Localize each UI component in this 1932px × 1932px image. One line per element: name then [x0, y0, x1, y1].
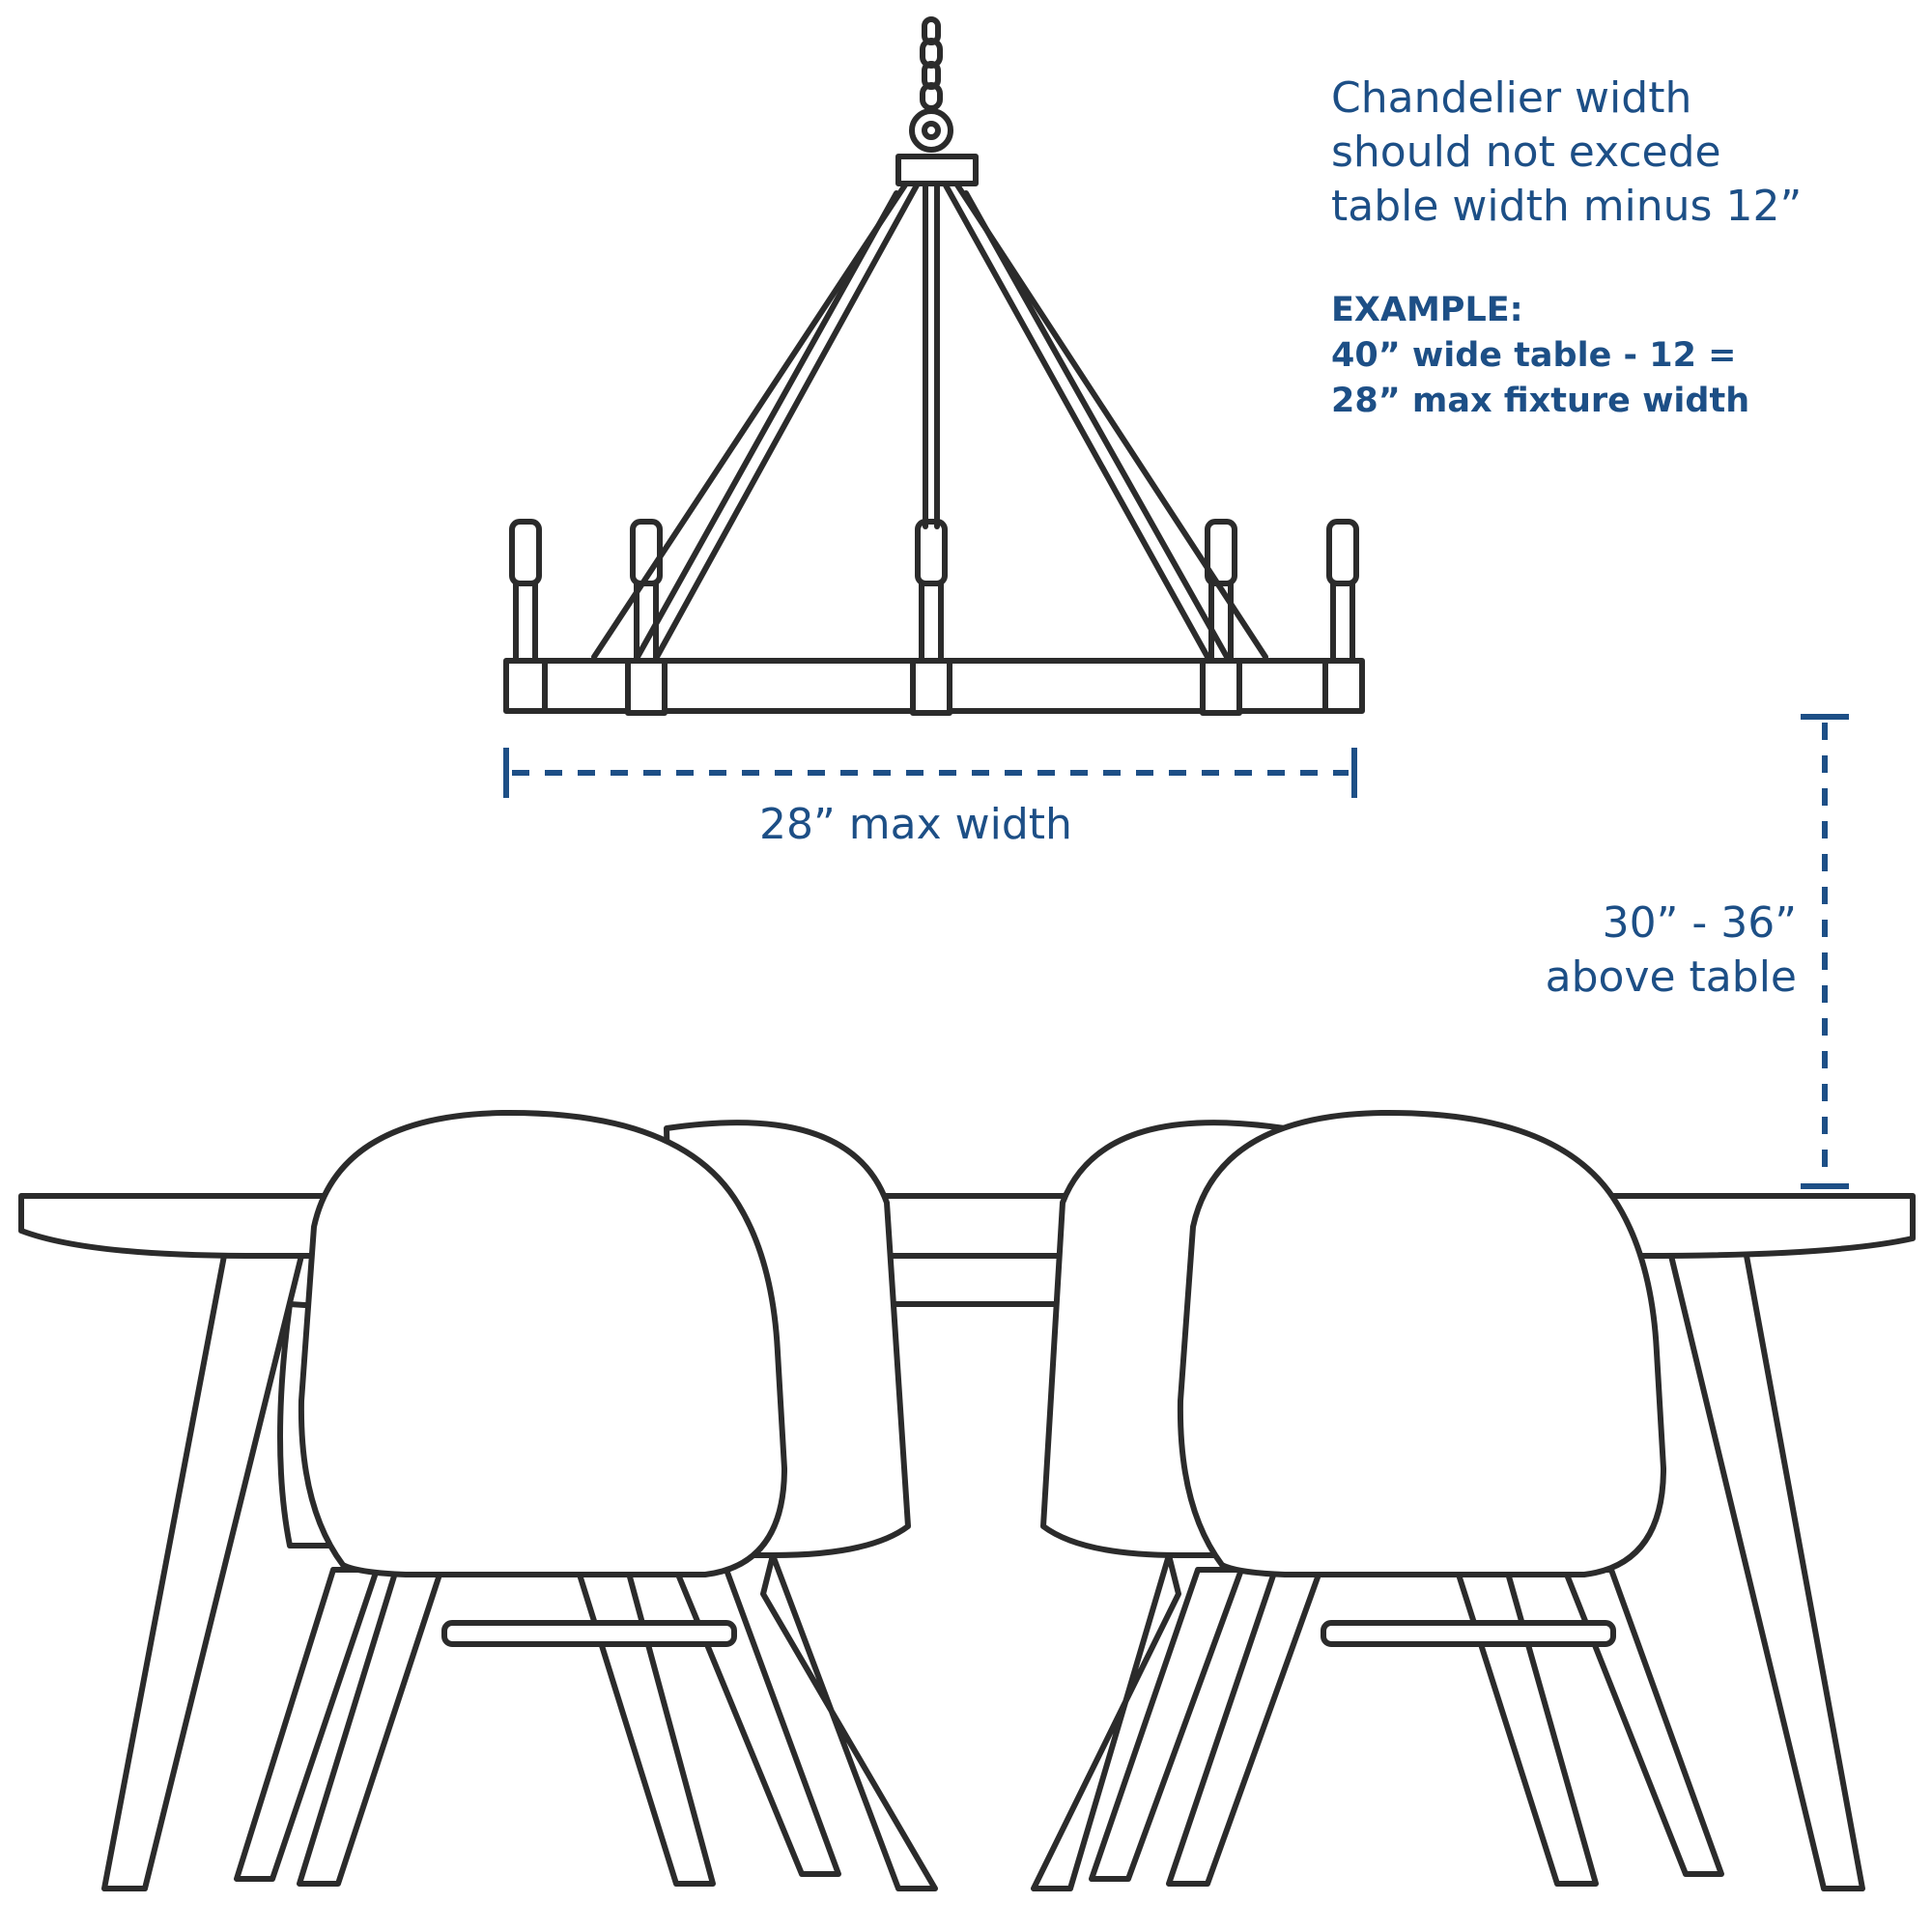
chandelier-illustration [503, 16, 1365, 716]
height-label-line-1: 30” - 36” [1602, 898, 1797, 948]
table-leg-right [1668, 1253, 1865, 1891]
height-label-line-2: above table [1545, 952, 1797, 1002]
width-dimension-line [503, 748, 1357, 798]
rule-line-1: Chandelier width [1331, 73, 1692, 123]
chandelier-loop [909, 108, 953, 153]
height-dimension-label: 30” - 36” above table [1546, 896, 1797, 1005]
table-leg-left [101, 1253, 304, 1891]
height-dimension-line [1801, 714, 1849, 1189]
example-heading: EXAMPLE: [1331, 291, 1523, 329]
chandelier-canopy [895, 154, 979, 186]
chandelier-arms [591, 181, 1268, 660]
sizing-rule-text: Chandelier width should not excede table… [1331, 71, 1802, 234]
chair-front-left [234, 1109, 841, 1887]
chair-front-right [1089, 1109, 1724, 1887]
rule-line-2: should not excede [1331, 128, 1721, 177]
rule-line-3: table width minus 12” [1331, 182, 1803, 231]
chandelier-candles [503, 519, 1365, 716]
example-line-1: 40” wide table - 12 = [1331, 336, 1737, 375]
chandelier-chain [920, 16, 943, 111]
width-dimension-label: 28” max width [759, 800, 1072, 849]
example-line-2: 28” max fixture width [1331, 382, 1750, 420]
example-text: EXAMPLE: 40” wide table - 12 = 28” max f… [1331, 288, 1749, 424]
